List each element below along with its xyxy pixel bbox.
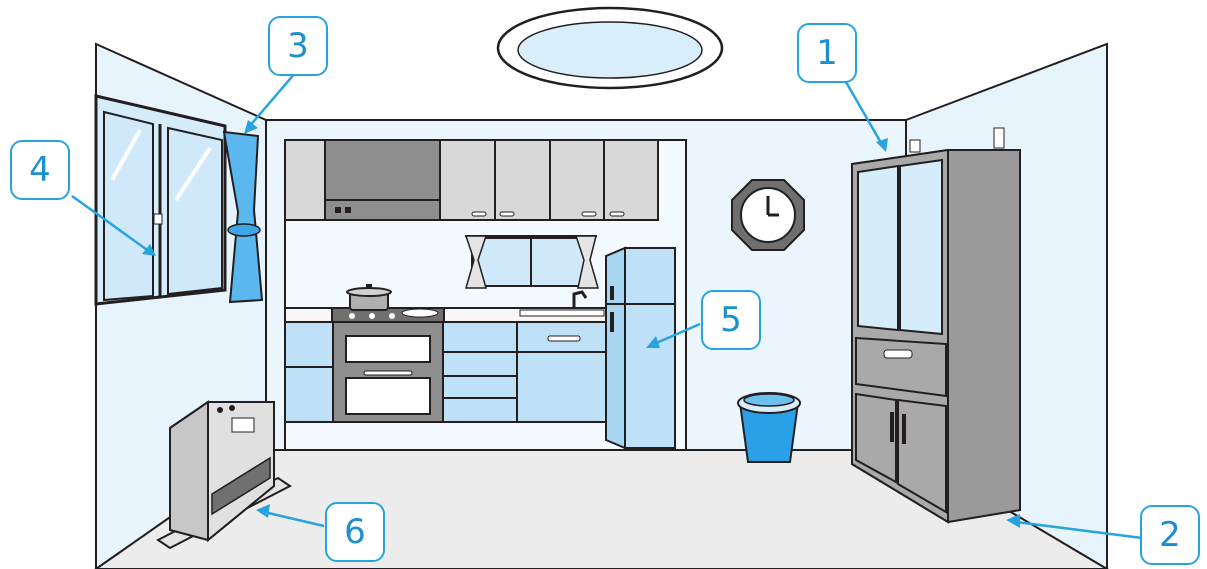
pointer-3-head xyxy=(244,120,258,134)
pointer-3 xyxy=(247,71,297,129)
pointer-1 xyxy=(844,81,886,149)
pointer-2 xyxy=(1015,520,1143,540)
pointer-1-head xyxy=(876,138,888,152)
pointer-4-head xyxy=(142,244,156,256)
callout-5: 5 xyxy=(701,290,761,350)
refrigerator xyxy=(605,246,676,450)
pointer-6-head xyxy=(256,504,270,518)
trash-can xyxy=(737,392,801,463)
pointer-6 xyxy=(263,510,325,528)
pointer-2-head xyxy=(1006,514,1020,528)
callout-1: 1 xyxy=(797,23,857,83)
wall-clock xyxy=(731,179,805,251)
curtain xyxy=(222,130,264,304)
callout-6: 6 xyxy=(325,502,385,562)
callout-4: 4 xyxy=(10,140,70,200)
window xyxy=(94,94,227,306)
cupboard xyxy=(851,127,1021,524)
pointer-5 xyxy=(653,322,701,346)
callout-2: 2 xyxy=(1140,505,1200,565)
callout-3: 3 xyxy=(268,16,328,76)
pointer-4 xyxy=(71,194,151,254)
fan-heater xyxy=(156,400,292,550)
pointer-5-head xyxy=(646,336,660,348)
ceiling-light xyxy=(496,6,724,90)
